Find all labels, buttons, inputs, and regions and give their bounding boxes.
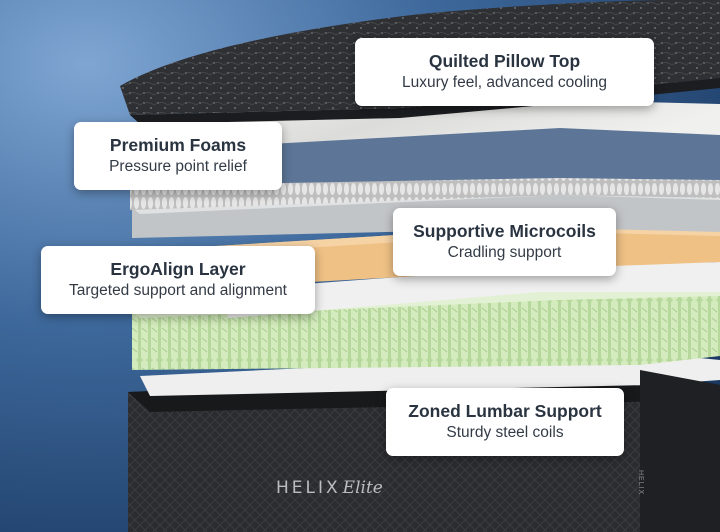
callout-title: Premium Foams: [109, 135, 247, 155]
coil-top: [225, 262, 720, 318]
callout-title: Quilted Pillow Top: [428, 51, 581, 71]
callout-subtitle: Cradling support: [447, 244, 562, 261]
callout-title: Supportive Microcoils: [413, 221, 596, 241]
callout-title: Zoned Lumbar Support: [408, 401, 602, 421]
brand-series: Elite: [342, 478, 383, 498]
callout-ergoalign-layer: ErgoAlign Layer Targeted support and ali…: [41, 246, 315, 314]
callout-subtitle: Luxury feel, advanced cooling: [401, 74, 608, 91]
brand-name: HELIX: [276, 478, 341, 498]
callout-subtitle: Targeted support and alignment: [68, 282, 287, 299]
callout-premium-foams: Premium Foams Pressure point relief: [74, 122, 282, 190]
callout-supportive-microcoils: Supportive Microcoils Cradling support: [393, 208, 616, 276]
base-side-panel: [640, 370, 720, 532]
callout-zoned-lumbar-support: Zoned Lumbar Support Sturdy steel coils: [386, 388, 624, 456]
callout-subtitle: Pressure point relief: [109, 158, 247, 175]
side-brand-tag: HELIX: [637, 470, 644, 496]
callout-title: ErgoAlign Layer: [110, 259, 246, 279]
callout-subtitle: Sturdy steel coils: [446, 424, 564, 441]
callout-quilted-pillow-top: Quilted Pillow Top Luxury feel, advanced…: [355, 38, 654, 106]
